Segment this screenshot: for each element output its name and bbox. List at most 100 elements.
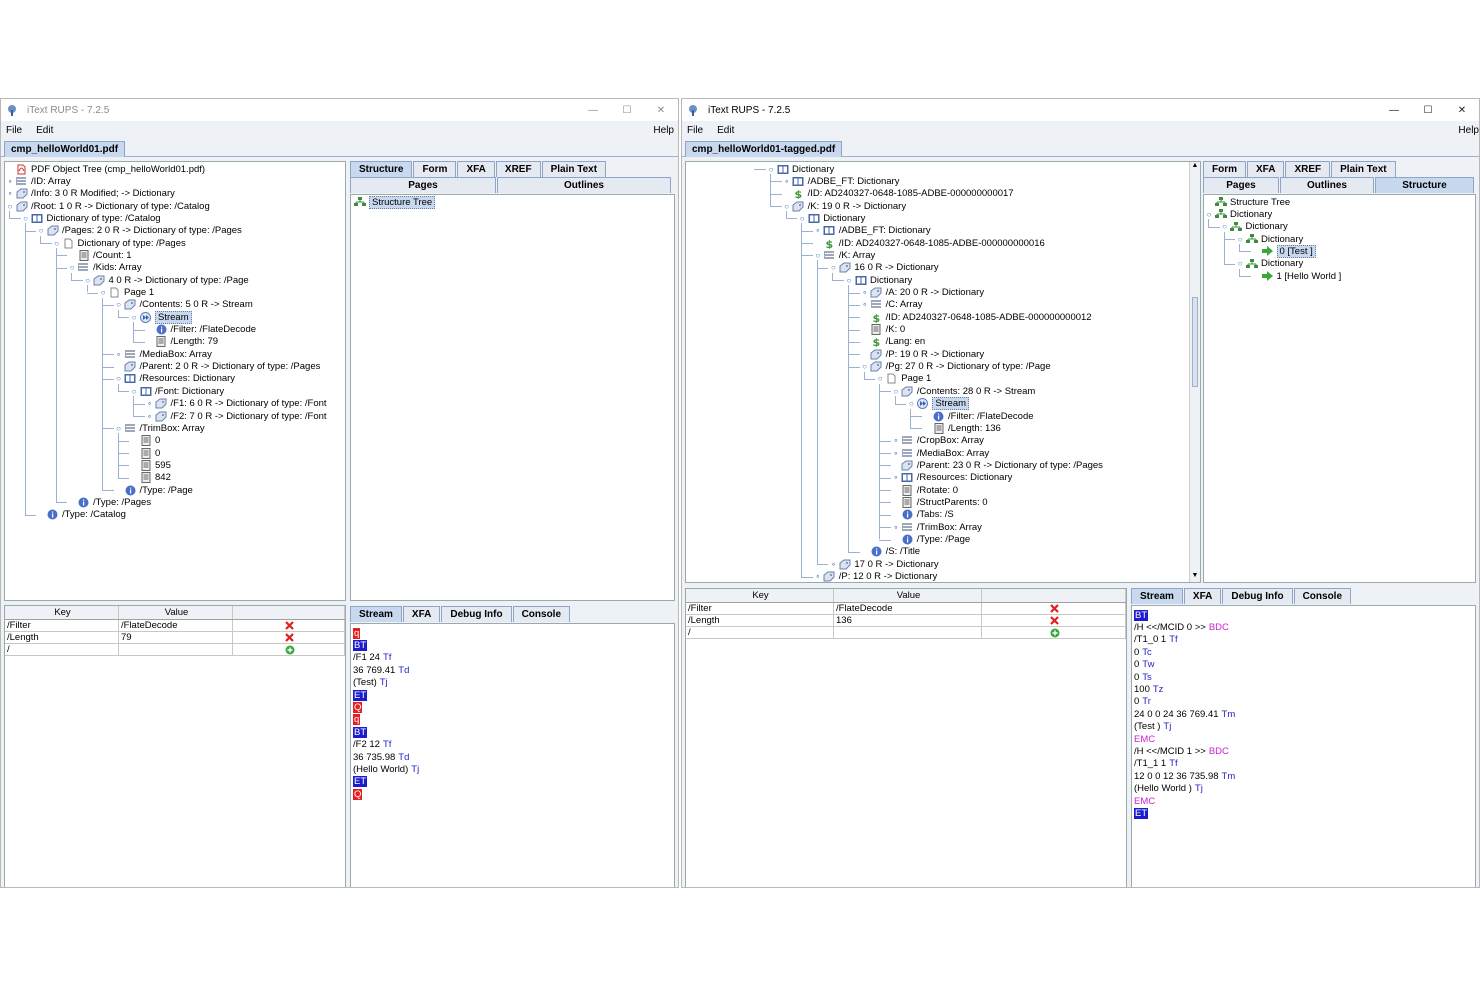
tree-node[interactable]: 1 [Hello World ]: [1251, 270, 1341, 282]
tab-console[interactable]: Console: [512, 606, 571, 622]
minimize-icon[interactable]: —: [588, 104, 598, 116]
collapsed-toggle-icon[interactable]: ∘: [146, 399, 152, 409]
expand-toggle-icon[interactable]: ○: [54, 238, 59, 248]
tree-node[interactable]: ○/Pages: 2 0 R -> Dictionary of type: /P…: [36, 225, 242, 237]
tab-outlines[interactable]: Outlines: [497, 177, 671, 193]
tree-node[interactable]: ∘/ID: Array: [5, 175, 70, 187]
collapsed-toggle-icon[interactable]: ∘: [115, 349, 121, 359]
tab-structure[interactable]: Structure: [1375, 177, 1474, 193]
expand-toggle-icon[interactable]: ○: [768, 164, 774, 174]
tree-node[interactable]: /P: 19 0 R -> Dictionary: [860, 348, 984, 360]
tab-stream[interactable]: Stream: [1131, 588, 1183, 604]
collapsed-toggle-icon[interactable]: ∘: [893, 473, 899, 483]
tree-node[interactable]: ○/K: 19 0 R -> Dictionary: [782, 200, 906, 212]
key-cell[interactable]: /: [5, 644, 119, 655]
maximize-icon[interactable]: ☐: [622, 104, 632, 116]
tree-node[interactable]: ∘/C: Array: [860, 299, 922, 311]
tab-outlines[interactable]: Outlines: [1280, 177, 1374, 193]
tree-node[interactable]: /StructParents: 0: [891, 496, 988, 508]
tree-node[interactable]: ○Stream: [129, 310, 192, 324]
collapsed-toggle-icon[interactable]: ∘: [146, 411, 152, 421]
collapsed-toggle-icon[interactable]: ∘: [893, 436, 899, 446]
tree-node[interactable]: ○Dictionary: [844, 274, 913, 286]
tree-node[interactable]: ○Dictionary: [1220, 221, 1288, 233]
tree-node[interactable]: ○/Resources: Dictionary: [114, 373, 235, 385]
expand-toggle-icon[interactable]: ○: [116, 423, 121, 433]
tab-form[interactable]: Form: [1203, 161, 1246, 177]
tree-node[interactable]: PDF Object Tree (cmp_helloWorld01.pdf): [5, 163, 205, 175]
tree-node[interactable]: 0: [129, 435, 160, 447]
tab-plain-text[interactable]: Plain Text: [1331, 161, 1396, 177]
value-cell[interactable]: /FlateDecode: [834, 603, 982, 614]
expand-toggle-icon[interactable]: ○: [1237, 259, 1243, 269]
tree-node[interactable]: 0: [129, 447, 160, 459]
expand-toggle-icon[interactable]: ○: [862, 362, 868, 372]
tree-node[interactable]: ○Dictionary: [1235, 233, 1304, 245]
tree-node[interactable]: Structure Tree: [1204, 196, 1290, 208]
collapsed-toggle-icon[interactable]: ∘: [830, 559, 836, 569]
tree-node[interactable]: ∘/CropBox: Array: [891, 435, 984, 447]
tab-form[interactable]: Form: [413, 161, 457, 177]
value-cell[interactable]: /FlateDecode: [119, 620, 233, 631]
expand-toggle-icon[interactable]: ○: [38, 226, 44, 236]
expand-toggle-icon[interactable]: ○: [1222, 222, 1227, 232]
scroll-up-icon[interactable]: ▲: [1191, 162, 1199, 169]
delete-icon[interactable]: [233, 632, 345, 643]
collapsed-toggle-icon[interactable]: ∘: [862, 300, 868, 310]
collapsed-toggle-icon[interactable]: ∘: [7, 176, 13, 186]
maximize-icon[interactable]: ☐: [1423, 104, 1433, 116]
menu-edit[interactable]: Edit: [36, 124, 54, 136]
tree-node[interactable]: ○/Font: Dictionary: [129, 385, 225, 397]
close-icon[interactable]: ✕: [656, 104, 666, 116]
tree-node[interactable]: ∘/F1: 6 0 R -> Dictionary of type: /Font: [145, 398, 327, 410]
tree-node[interactable]: ○/Root: 1 0 R -> Dictionary of type: /Ca…: [5, 200, 210, 212]
close-icon[interactable]: ✕: [1457, 104, 1467, 116]
tree-node[interactable]: ○16 0 R -> Dictionary: [828, 262, 939, 274]
tree-node[interactable]: ∘/F2: 7 0 R -> Dictionary of type: /Font: [145, 410, 327, 422]
expand-toggle-icon[interactable]: ○: [131, 312, 137, 322]
tab-xref[interactable]: XREF: [1285, 161, 1331, 177]
tree-node[interactable]: ∘/TrimBox: Array: [891, 521, 982, 533]
tree-node[interactable]: ○/K: Array: [813, 249, 875, 261]
tab-stream[interactable]: Stream: [350, 606, 402, 622]
add-icon[interactable]: [233, 644, 345, 655]
key-cell[interactable]: /Length: [686, 615, 834, 626]
expand-toggle-icon[interactable]: ○: [799, 213, 805, 223]
key-cell[interactable]: /: [686, 627, 834, 638]
scroll-down-icon[interactable]: ▼: [1191, 572, 1199, 579]
tree-node[interactable]: /Type: /Catalog: [36, 509, 126, 521]
document-tab[interactable]: cmp_helloWorld01.pdf: [4, 141, 126, 157]
tree-node[interactable]: /Count: 1: [67, 249, 132, 261]
expand-toggle-icon[interactable]: ○: [23, 213, 28, 223]
tab-xref[interactable]: XREF: [495, 161, 541, 177]
tree-node[interactable]: ∘/ADBE_FT: Dictionary: [813, 225, 930, 237]
collapsed-toggle-icon[interactable]: ∘: [893, 522, 899, 532]
tree-node[interactable]: /S: /Title: [860, 546, 920, 558]
tree-node[interactable]: ∘/A: 20 0 R -> Dictionary: [860, 287, 984, 299]
expand-toggle-icon[interactable]: ○: [1206, 209, 1212, 219]
scroll-thumb[interactable]: [1192, 297, 1198, 387]
value-cell[interactable]: [834, 627, 982, 638]
tree-node[interactable]: $/ID: AD240327-0648-1085-ADBE-0000000000…: [813, 237, 1045, 249]
tree-node[interactable]: 842: [129, 472, 171, 484]
menu-help[interactable]: Help: [653, 124, 674, 136]
tree-node[interactable]: $/Lang: en: [860, 336, 925, 348]
key-cell[interactable]: /Length: [5, 632, 119, 643]
collapsed-toggle-icon[interactable]: ∘: [784, 176, 790, 186]
key-cell[interactable]: /Filter: [5, 620, 119, 631]
tree-node[interactable]: /Filter: /FlateDecode: [922, 410, 1034, 422]
delete-icon[interactable]: [233, 620, 345, 631]
tab-xfa[interactable]: XFA: [1247, 161, 1285, 177]
collapsed-toggle-icon[interactable]: ∘: [815, 226, 821, 236]
value-cell[interactable]: [119, 644, 233, 655]
tree-node[interactable]: ∘/ADBE_FT: Dictionary: [782, 175, 899, 187]
tree-node[interactable]: /K: 0: [860, 324, 905, 336]
tab-pages[interactable]: Pages: [1203, 177, 1279, 193]
tab-console[interactable]: Console: [1293, 588, 1352, 604]
menu-edit[interactable]: Edit: [717, 124, 735, 136]
tree-node[interactable]: /Tabs: /S: [891, 509, 954, 521]
tree-node[interactable]: $/ID: AD240327-0648-1085-ADBE-0000000000…: [860, 311, 1092, 323]
